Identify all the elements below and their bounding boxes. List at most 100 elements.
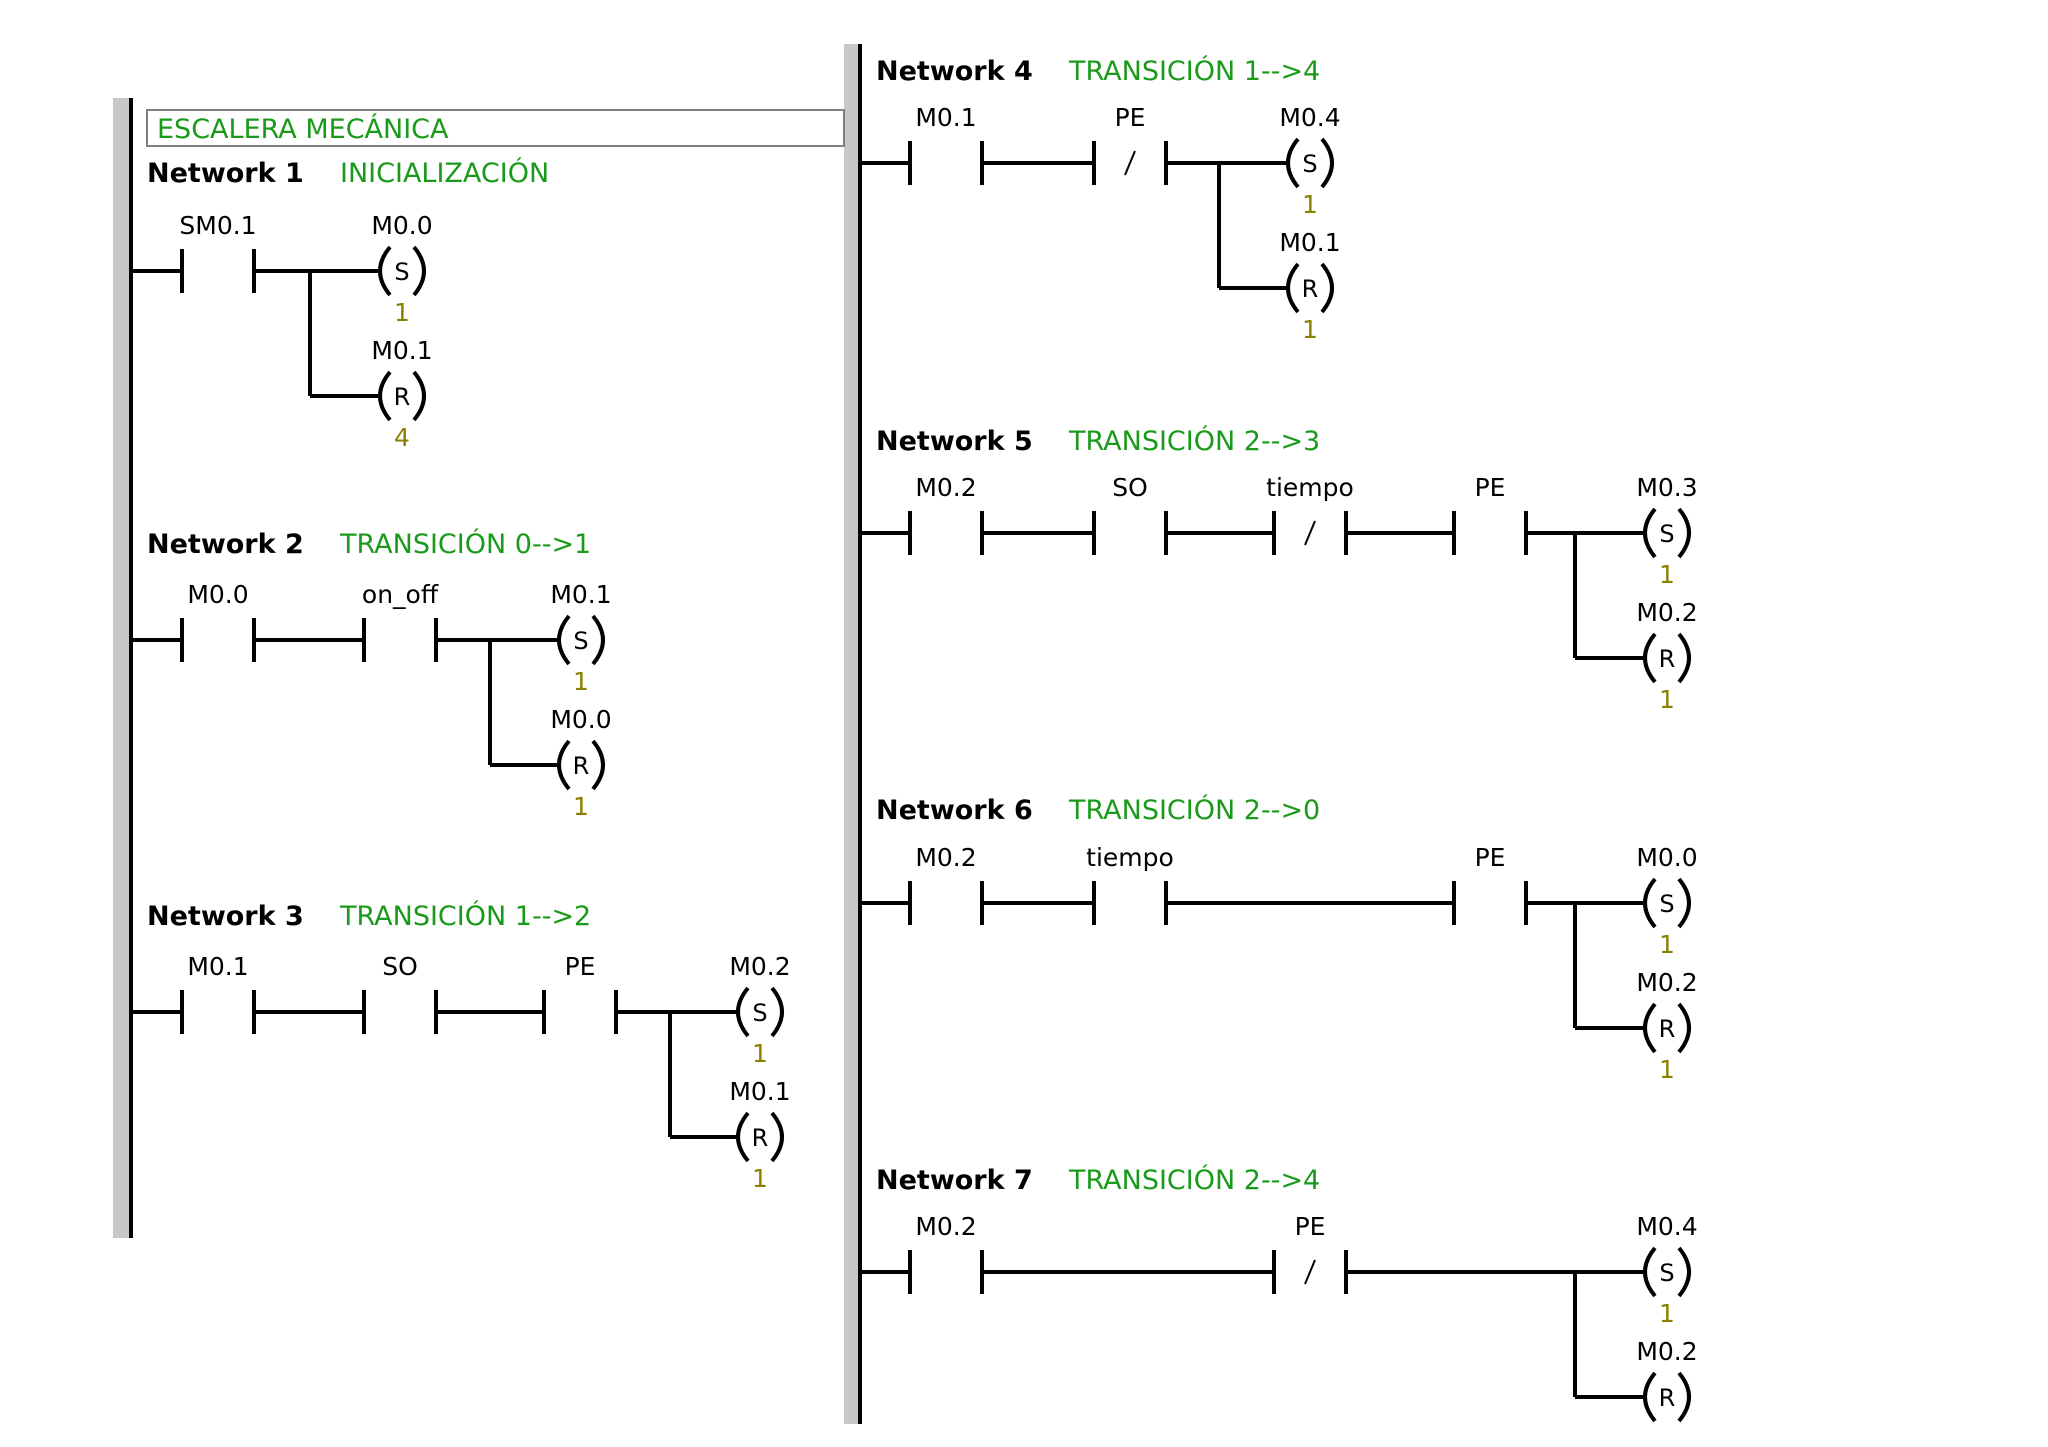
network-6-contact-3-address: PE <box>1475 843 1506 872</box>
network-6-coil-2-type: R <box>1659 1015 1676 1043</box>
network-4-coil-1-count: 1 <box>1302 190 1318 219</box>
network-3-coil-reset: R M0.1 1 <box>729 1077 790 1193</box>
network-6-coil-2-address: M0.2 <box>1636 968 1697 997</box>
network-3-coil-2-type: R <box>752 1124 769 1152</box>
network-2-coil-reset: R M0.0 1 <box>550 705 611 821</box>
coil-right-paren <box>1320 137 1334 189</box>
network-2-contact-1-address: M0.0 <box>187 580 248 609</box>
program-title: ESCALERA MECÁNICA <box>157 113 449 145</box>
network-6-label: Network 6 <box>876 795 1033 826</box>
coil-right-paren <box>412 370 426 422</box>
program-title-box <box>146 109 845 147</box>
network-5-contact-3-address: tiempo <box>1266 473 1354 502</box>
network-2-coil-2-address: M0.0 <box>550 705 611 734</box>
network-1-coil-1-count: 1 <box>394 298 410 327</box>
coil-right-paren <box>1677 507 1691 559</box>
coil-left-paren <box>1286 137 1300 189</box>
network-6-contact-1-address: M0.2 <box>915 843 976 872</box>
network-6-coil-reset: R M0.2 1 <box>1636 968 1697 1084</box>
network-5-comment: TRANSICIÓN 2-->3 <box>1068 425 1320 457</box>
network-3-coil-2-address: M0.1 <box>729 1077 790 1106</box>
network-5-label: Network 5 <box>876 426 1033 457</box>
network-2-coil-2-count: 1 <box>573 792 589 821</box>
network-2-coil-1-type: S <box>573 627 588 655</box>
network-5-contact-4-address: PE <box>1475 473 1506 502</box>
network-2-coil-set: SM0.11 <box>550 580 611 696</box>
network-4-coil-2-address: M0.1 <box>1279 228 1340 257</box>
network-7-coil-1-type: S <box>1659 1259 1674 1287</box>
network-4-coil-reset: R M0.1 1 <box>1279 228 1340 344</box>
network-3-contact-1-address: M0.1 <box>187 952 248 981</box>
network-4-contact-2-address: PE <box>1115 103 1146 132</box>
coil-left-paren <box>1643 632 1657 684</box>
network-1-coil-1-type: S <box>394 258 409 286</box>
coil-left-paren <box>1643 1371 1657 1423</box>
network-6-coil-set: SM0.01 <box>1636 843 1697 959</box>
right-rail-shadow <box>844 44 860 1424</box>
network-7-coil-1-address: M0.4 <box>1636 1212 1697 1241</box>
network-5-coil-set: SM0.31 <box>1636 473 1697 589</box>
left-rail-shadow <box>113 98 131 1238</box>
network-1-comment: INICIALIZACIÓN <box>340 157 549 189</box>
network-1-coil-1-address: M0.0 <box>371 211 432 240</box>
network-3-label: Network 3 <box>147 901 304 932</box>
network-5-coil-reset: R M0.2 1 <box>1636 598 1697 714</box>
network-3-contact-3-address: PE <box>565 952 596 981</box>
coil-right-paren <box>770 986 784 1038</box>
network-1-label: Network 1 <box>147 158 304 189</box>
coil-left-paren <box>378 245 392 297</box>
network-6-coil-2-count: 1 <box>1659 1055 1675 1084</box>
network-7-coil-1-count: 1 <box>1659 1299 1675 1328</box>
network-1-coil-2-type: R <box>394 383 411 411</box>
coil-right-paren <box>770 1111 784 1163</box>
network-2-label: Network 2 <box>147 529 304 560</box>
network-3-coil-1-address: M0.2 <box>729 952 790 981</box>
network-3-coil-1-type: S <box>752 999 767 1027</box>
network-6-contact-2-address: tiempo <box>1086 843 1174 872</box>
coil-left-paren <box>736 986 750 1038</box>
network-1-coil-set: S M0.0 1 <box>371 211 432 327</box>
network-7-contact-2-address: PE <box>1295 1212 1326 1241</box>
network-5-coil-2-type: R <box>1659 645 1676 673</box>
network-2-coil-1-count: 1 <box>573 667 589 696</box>
network-2-contact-2-address: on_off <box>362 580 439 609</box>
network-5-coil-1-count: 1 <box>1659 560 1675 589</box>
network-7-coil-2-type: R <box>1659 1384 1676 1412</box>
coil-right-paren <box>1320 262 1334 314</box>
network-1-contact-1-address: SM0.1 <box>179 211 256 240</box>
network-7-coil-set: S M0.4 1 <box>1636 1212 1697 1328</box>
coil-right-paren <box>1677 877 1691 929</box>
network-1-coil-2-address: M0.1 <box>371 336 432 365</box>
coil-left-paren <box>1643 1002 1657 1054</box>
network-5-coil-1-address: M0.3 <box>1636 473 1697 502</box>
coil-left-paren <box>557 614 571 666</box>
coil-right-paren <box>1677 1246 1691 1298</box>
network-5-coil-2-count: 1 <box>1659 685 1675 714</box>
network-4-coil-1-type: S <box>1302 150 1317 178</box>
network-3-contact-2-address: SO <box>382 952 418 981</box>
network-3-comment: TRANSICIÓN 1-->2 <box>339 900 591 932</box>
network-3-coil-set: S M0.2 1 <box>729 952 790 1068</box>
coil-right-paren <box>591 739 605 791</box>
network-4-coil-2-type: R <box>1302 275 1319 303</box>
network-3-coil-2-count: 1 <box>752 1164 768 1193</box>
network-2-coil-2-type: R <box>573 752 590 780</box>
network-4-contact-2-negation <box>1124 150 1136 176</box>
network-1-coil-reset: RM0.14 <box>371 336 432 452</box>
network-4-coil-set: SM0.41 <box>1279 103 1340 219</box>
network-5-coil-2-address: M0.2 <box>1636 598 1697 627</box>
coil-left-paren <box>378 370 392 422</box>
network-6-coil-1-type: S <box>1659 890 1674 918</box>
network-4-label: Network 4 <box>876 56 1033 87</box>
coil-left-paren <box>1643 507 1657 559</box>
coil-right-paren <box>412 245 426 297</box>
network-3-coil-1-count: 1 <box>752 1039 768 1068</box>
coil-left-paren <box>736 1111 750 1163</box>
coil-left-paren <box>1643 1246 1657 1298</box>
network-4-contact-1-address: M0.1 <box>915 103 976 132</box>
network-5-contact-1-address: M0.2 <box>915 473 976 502</box>
network-6-coil-1-address: M0.0 <box>1636 843 1697 872</box>
network-4-coil-2-count: 1 <box>1302 315 1318 344</box>
coil-right-paren <box>1677 1371 1691 1423</box>
network-7-contact-1-address: M0.2 <box>915 1212 976 1241</box>
